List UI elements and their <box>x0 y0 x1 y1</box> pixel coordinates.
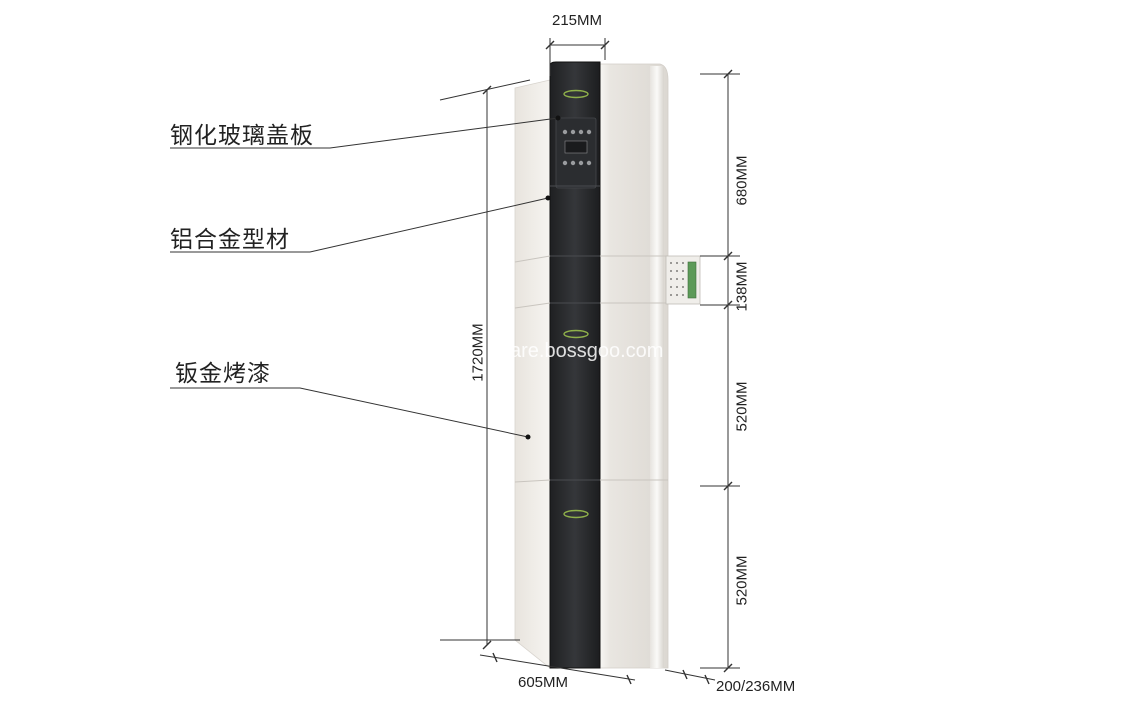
dim-top-width: 215MM <box>552 12 603 29</box>
callout-sheet-metal-paint: 钣金烤漆 <box>175 361 271 387</box>
dim-section-1: 680MM <box>733 155 751 206</box>
dim-total-height: 1720MM <box>469 323 487 382</box>
left-body-panel <box>514 79 551 669</box>
dim-bottom-width: 605MM <box>518 674 569 691</box>
control-buttons <box>562 129 592 166</box>
callout-aluminum-profile: 铝合金型材 <box>170 227 290 253</box>
dim-section-4: 520MM <box>733 555 751 606</box>
grille-holes <box>670 262 684 296</box>
brand-logo-middle <box>563 329 589 339</box>
callout-glass-cover: 钢化玻璃盖板 <box>170 123 314 149</box>
brand-logo-top <box>563 89 589 99</box>
lcd-display <box>564 140 588 154</box>
watermark-text: are.bossgoo.com <box>510 340 664 362</box>
section-seams <box>514 185 668 483</box>
dimension-lines <box>439 38 740 681</box>
terminal-block <box>687 261 697 299</box>
side-strip <box>650 66 664 668</box>
callout-dots <box>525 115 561 440</box>
callout-leaders <box>170 117 559 438</box>
dim-section-3: 520MM <box>733 381 751 432</box>
brand-logo-bottom <box>563 509 589 519</box>
dim-depth: 200/236MM <box>716 678 796 695</box>
dim-section-2: 138MM <box>733 261 751 312</box>
dimension-ticks <box>482 40 733 685</box>
